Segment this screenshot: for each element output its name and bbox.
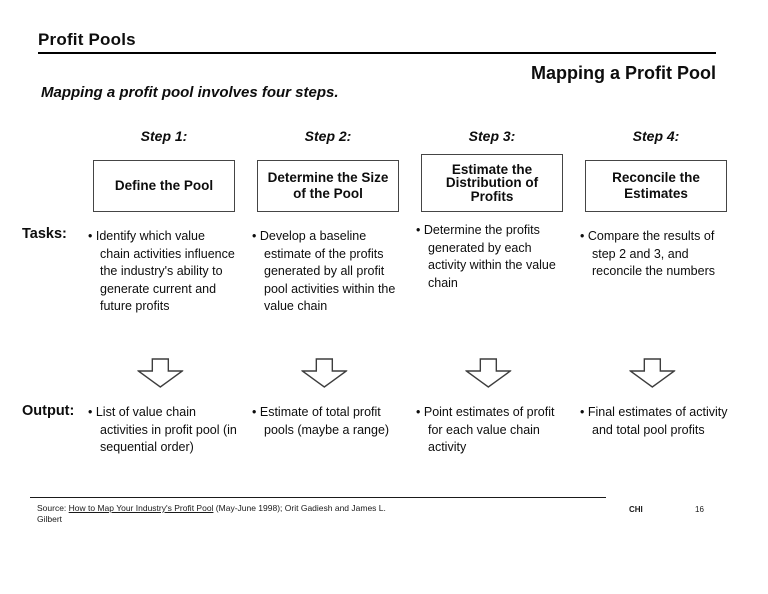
step-4-output: Final estimates of activity and total po… [580, 404, 732, 439]
step-1-label: Step 1: [140, 128, 188, 144]
header-divider [38, 52, 716, 54]
step-2-box: Determine the Size of the Pool [257, 160, 399, 212]
step-1-task: Identify which value chain activities in… [88, 228, 240, 316]
tasks-row-label: Tasks: [22, 226, 67, 242]
down-arrow-icon [464, 358, 513, 393]
step-3-output: Point estimates of profit for each value… [416, 404, 568, 457]
source-note: Source: How to Map Your Industry's Profi… [37, 503, 487, 525]
step-4-label: Step 4: [632, 128, 680, 144]
source-rest: (May-June 1998); Orit Gadiesh and James … [213, 503, 386, 513]
step-3-column: Step 3: Estimate the Distribution of Pro… [416, 128, 568, 454]
step-4-box: Reconcile the Estimates [585, 160, 727, 212]
lead-statement: Mapping a profit pool involves four step… [41, 84, 339, 101]
step-2-task: Develop a baseline estimate of the profi… [252, 228, 404, 316]
step-2-output: Estimate of total profit pools (maybe a … [252, 404, 404, 439]
source-prefix: Source: [37, 503, 69, 513]
source-link[interactable]: How to Map Your Industry's Profit Pool [68, 503, 214, 513]
page-number: 16 [695, 505, 704, 514]
step-2-label: Step 2: [304, 128, 352, 144]
step-2-column: Step 2: Determine the Size of the Pool D… [252, 128, 404, 437]
step-4-column: Step 4: Reconcile the Estimates Compare … [580, 128, 732, 437]
step-3-box-slot: Estimate the Distribution of Profits [416, 154, 568, 222]
step-1-box: Define the Pool [93, 160, 235, 212]
down-arrow-icon [136, 358, 185, 393]
step-2-box-slot: Determine the Size of the Pool [252, 160, 404, 228]
step-1-box-slot: Define the Pool [88, 160, 240, 228]
slide-title: Mapping a Profit Pool [531, 63, 716, 83]
step-1-output: List of value chain activities in profit… [88, 404, 240, 457]
output-row-label: Output: [22, 403, 75, 419]
office-code: CHI [629, 505, 643, 514]
footer-divider [30, 497, 606, 498]
down-arrow-icon [300, 358, 349, 393]
page-title: Profit Pools [38, 30, 136, 49]
step-1-column: Step 1: Define the Pool Identify which v… [88, 128, 240, 454]
step-4-box-slot: Reconcile the Estimates [580, 160, 732, 228]
down-arrow-icon [628, 358, 677, 393]
source-line2: Gilbert [37, 514, 63, 524]
step-4-task: Compare the results of step 2 and 3, and… [580, 228, 732, 281]
step-3-task: Determine the profits generated by each … [416, 222, 568, 292]
step-3-label: Step 3: [468, 128, 516, 144]
step-3-box: Estimate the Distribution of Profits [421, 154, 563, 212]
